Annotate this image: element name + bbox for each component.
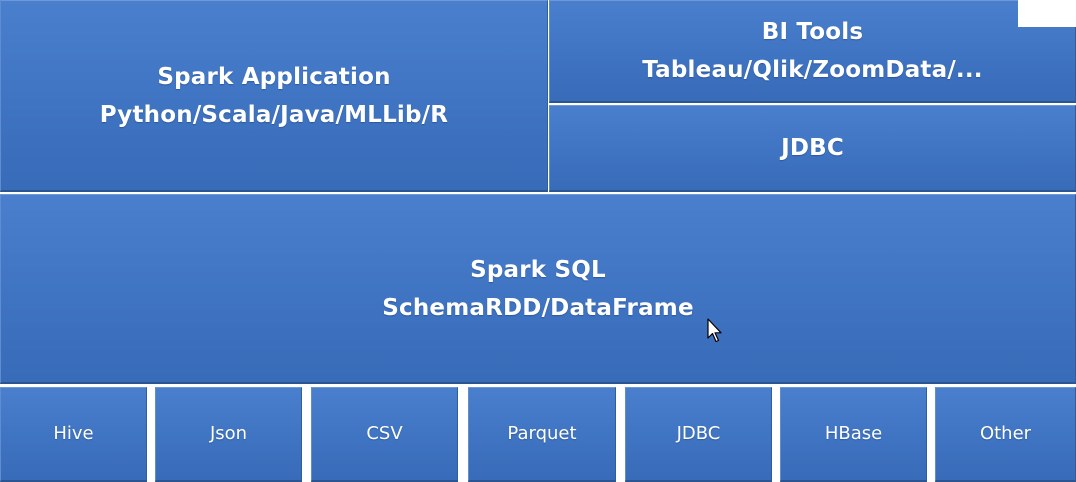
source-label: Hive [53, 423, 94, 444]
source-label: Json [209, 423, 248, 444]
source-hbase: HBase [780, 387, 927, 482]
source-other: Other [935, 387, 1076, 482]
spark-sql-subtitle: SchemaRDD/DataFrame [382, 294, 694, 321]
source-csv: CSV [311, 387, 458, 482]
bi-tools-block: BI Tools Tableau/Qlik/ZoomData/... [549, 0, 1076, 103]
source-hive: Hive [0, 387, 147, 482]
source-label: Parquet [507, 423, 577, 444]
spark-application-title: Spark Application [157, 63, 391, 90]
spark-application-languages: Python/Scala/Java/MLLib/R [99, 101, 449, 128]
spark-sql-block: Spark SQL SchemaRDD/DataFrame [0, 194, 1076, 384]
spark-application-block: Spark Application Python/Scala/Java/MLLi… [0, 0, 548, 192]
source-label: CSV [366, 423, 403, 444]
source-label: Other [979, 423, 1032, 444]
bi-tools-title: BI Tools [761, 19, 864, 45]
jdbc-block: JDBC [549, 105, 1076, 192]
mouse-cursor-icon [707, 318, 722, 343]
source-parquet: Parquet [468, 387, 616, 482]
jdbc-label: JDBC [781, 135, 844, 161]
source-label: JDBC [676, 423, 721, 444]
source-json: Json [155, 387, 302, 482]
bi-tools-list: Tableau/Qlik/ZoomData/... [642, 57, 983, 83]
source-label: HBase [824, 423, 883, 444]
source-jdbc: JDBC [625, 387, 772, 482]
corner-patch [1018, 0, 1076, 27]
spark-sql-title: Spark SQL [470, 256, 606, 283]
